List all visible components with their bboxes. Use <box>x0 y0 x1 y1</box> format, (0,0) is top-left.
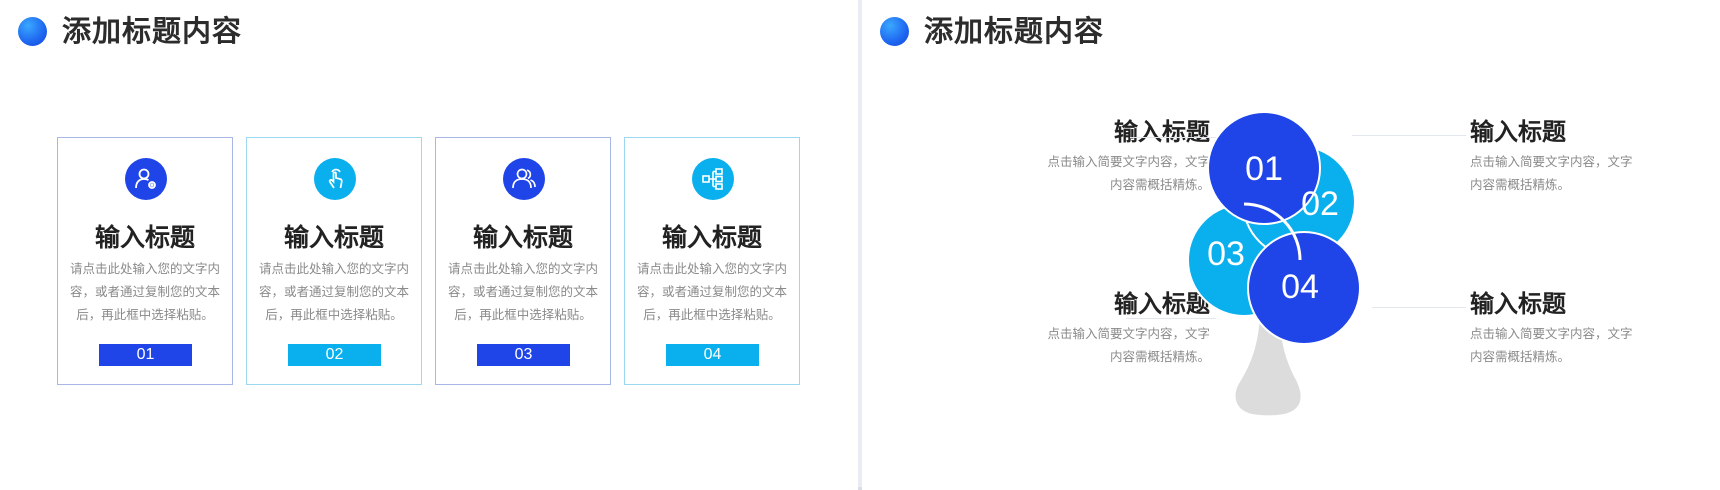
tree-circle-01 <box>1207 111 1321 225</box>
tree-circle-04 <box>1247 231 1361 345</box>
user-settings-icon <box>125 158 167 200</box>
touch-hand-icon <box>314 158 356 200</box>
slide-left[interactable]: 添加标题内容 输入标题 请点击此处输入您的文字内容，或者通过复制您的文本后，再此… <box>0 0 858 490</box>
card-title: 输入标题 <box>472 224 573 252</box>
page-title: 添加标题内容 <box>924 16 1105 48</box>
card-body: 请点击此处输入您的文字内容，或者通过复制您的文本后，再此框中选择粘贴。 <box>259 262 410 322</box>
bottom-border <box>0 487 1720 490</box>
card-number-badge: 04 <box>666 344 759 366</box>
title-bullet-icon <box>18 17 47 46</box>
card-body: 请点击此处输入您的文字内容，或者通过复制您的文本后，再此框中选择粘贴。 <box>448 262 599 322</box>
info-card-1[interactable]: 输入标题 请点击此处输入您的文字内容，或者通过复制您的文本后，再此框中选择粘贴。… <box>57 137 233 385</box>
slide-right[interactable]: 添加标题内容 输入标题 点击输入简要文字内容，文字内容需概括精炼。 输入标题 点… <box>862 0 1720 490</box>
info-card-4[interactable]: 输入标题 请点击此处输入您的文字内容，或者通过复制您的文本后，再此框中选择粘贴。… <box>624 137 800 385</box>
card-number-badge: 03 <box>477 344 570 366</box>
users-icon <box>503 158 545 200</box>
card-title: 输入标题 <box>94 224 195 252</box>
item-title-04: 输入标题 <box>1470 291 1566 318</box>
card-body: 请点击此处输入您的文字内容，或者通过复制您的文本后，再此框中选择粘贴。 <box>637 262 788 322</box>
item-body-01: 点击输入简要文字内容，文字内容需概括精炼。 <box>1047 155 1210 192</box>
card-title: 输入标题 <box>661 224 762 252</box>
card-body: 请点击此处输入您的文字内容，或者通过复制您的文本后，再此框中选择粘贴。 <box>70 262 221 322</box>
card-number-badge: 01 <box>99 344 192 366</box>
item-title-01: 输入标题 <box>1114 119 1210 146</box>
item-body-02: 点击输入简要文字内容，文字内容需概括精炼。 <box>1470 155 1633 192</box>
info-card-2[interactable]: 输入标题 请点击此处输入您的文字内容，或者通过复制您的文本后，再此框中选择粘贴。… <box>246 137 422 385</box>
item-title-03: 输入标题 <box>1114 291 1210 318</box>
flowchart-icon <box>692 158 734 200</box>
title-bullet-icon <box>880 17 909 46</box>
connector-line-02 <box>1352 135 1466 136</box>
tree-trunk <box>1235 280 1301 416</box>
card-title: 输入标题 <box>283 224 384 252</box>
connector-line-03 <box>1126 318 1216 319</box>
item-body-04: 点击输入简要文字内容，文字内容需概括精炼。 <box>1470 327 1633 364</box>
connector-line-01 <box>1130 137 1250 138</box>
slide-divider <box>858 0 862 490</box>
tree-label-01: 01 <box>1245 150 1283 188</box>
card-number-badge: 02 <box>288 344 381 366</box>
info-card-3[interactable]: 输入标题 请点击此处输入您的文字内容，或者通过复制您的文本后，再此框中选择粘贴。… <box>435 137 611 385</box>
page-title: 添加标题内容 <box>62 16 243 48</box>
tree-label-03: 03 <box>1207 235 1245 273</box>
item-title-02: 输入标题 <box>1470 119 1566 146</box>
tree-label-02: 02 <box>1301 185 1339 223</box>
tree-diagram: 01 02 03 04 <box>1187 111 1361 416</box>
item-body-03: 点击输入简要文字内容，文字内容需概括精炼。 <box>1047 327 1210 364</box>
tree-label-04: 04 <box>1281 268 1319 306</box>
connector-line-04 <box>1372 307 1466 308</box>
